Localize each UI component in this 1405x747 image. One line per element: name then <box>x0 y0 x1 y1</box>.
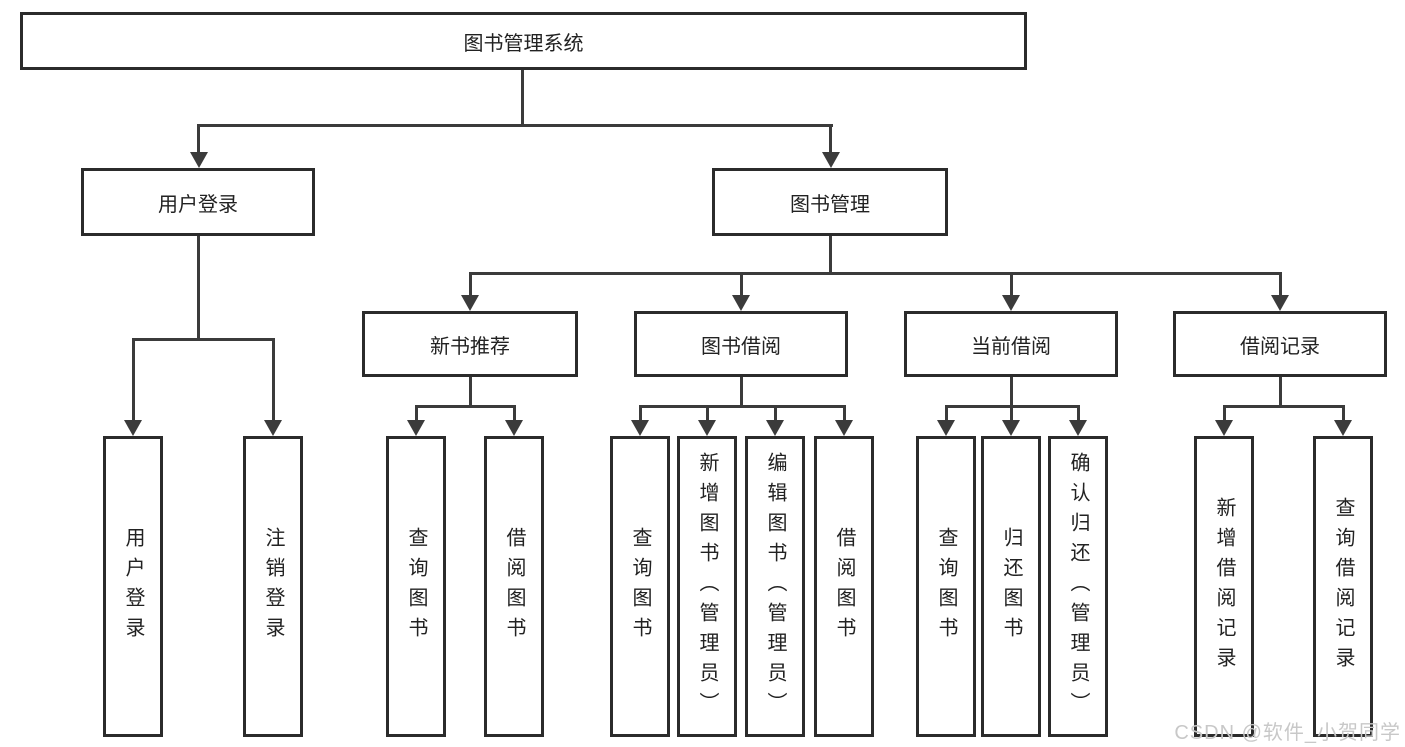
edge-to-new-book <box>469 272 472 297</box>
arrow-down-icon <box>698 420 716 436</box>
edge-to-user-login <box>197 124 200 154</box>
edge-root-stem <box>521 70 524 124</box>
node-label: 注销登录 <box>262 526 284 647</box>
edge-book-management-stem <box>829 236 832 274</box>
arrow-down-icon <box>124 420 142 436</box>
node-label: 借阅图书 <box>833 526 855 647</box>
edge-to-leaf <box>513 405 516 421</box>
node-book-management: 图书管理 <box>712 168 948 236</box>
arrow-down-icon <box>1069 420 1087 436</box>
leaf-logout-login: 注销登录 <box>243 436 303 737</box>
node-book-borrowing: 图书借阅 <box>634 311 848 377</box>
leaf-add-borrow-record: 新增借阅记录 <box>1194 436 1254 737</box>
node-new-book-recommend: 新书推荐 <box>362 311 578 377</box>
node-user-login: 用户登录 <box>81 168 315 236</box>
edge-to-leaf <box>415 405 418 421</box>
edge-user-login-bus <box>132 338 275 341</box>
edge-to-leaf <box>945 405 948 421</box>
edge-book-borrow-bus <box>639 405 846 408</box>
node-label: 借阅记录 <box>1240 335 1320 358</box>
arrow-down-icon <box>264 420 282 436</box>
node-label: 新增图书（管理员） <box>696 451 718 722</box>
node-label: 新书推荐 <box>430 335 510 358</box>
edge-to-leaf <box>1010 405 1013 421</box>
arrow-down-icon <box>937 420 955 436</box>
leaf-query-books-current: 查询图书 <box>916 436 976 737</box>
leaf-borrow-books-borrowing: 借阅图书 <box>814 436 874 737</box>
node-borrowing-records: 借阅记录 <box>1173 311 1387 377</box>
node-label: 查询借阅记录 <box>1332 496 1354 677</box>
edge-to-book-management <box>829 124 832 154</box>
edge-to-leaf <box>272 338 275 421</box>
leaf-confirm-return-admin: 确认归还（管理员） <box>1048 436 1108 737</box>
leaf-query-borrow-record: 查询借阅记录 <box>1313 436 1373 737</box>
arrow-down-icon <box>1002 295 1020 311</box>
arrow-down-icon <box>835 420 853 436</box>
arrow-down-icon <box>407 420 425 436</box>
edge-book-borrow-stem <box>740 377 743 407</box>
leaf-edit-books-admin: 编辑图书（管理员） <box>745 436 805 737</box>
arrow-down-icon <box>766 420 784 436</box>
edge-to-book-borrow <box>740 272 743 297</box>
node-library-system: 图书管理系统 <box>20 12 1027 70</box>
node-label: 新增借阅记录 <box>1213 496 1235 677</box>
arrow-down-icon <box>1002 420 1020 436</box>
edge-borrow-records-bus <box>1223 405 1345 408</box>
edge-current-borrow-stem <box>1010 377 1013 407</box>
edge-to-leaf <box>1223 405 1226 421</box>
edge-level2-bus <box>197 124 833 127</box>
leaf-borrow-books-recommend: 借阅图书 <box>484 436 544 737</box>
edge-to-leaf <box>774 405 777 421</box>
arrow-down-icon <box>1334 420 1352 436</box>
node-label: 用户登录 <box>122 526 144 647</box>
node-label: 编辑图书（管理员） <box>764 451 786 722</box>
edge-user-login-stem <box>197 236 200 338</box>
node-label: 查询图书 <box>935 526 957 647</box>
csdn-watermark: CSDN @软件_小贺同学 <box>1174 722 1401 744</box>
edge-level3-bus <box>469 272 1282 275</box>
leaf-add-books-admin: 新增图书（管理员） <box>677 436 737 737</box>
edge-to-leaf <box>706 405 709 421</box>
arrow-down-icon <box>505 420 523 436</box>
arrow-down-icon <box>1215 420 1233 436</box>
arrow-down-icon <box>631 420 649 436</box>
edge-new-book-stem <box>469 377 472 407</box>
node-label: 图书管理系统 <box>463 32 584 55</box>
node-label: 查询图书 <box>629 526 651 647</box>
node-label: 图书借阅 <box>701 335 781 358</box>
edge-to-leaf <box>132 338 135 421</box>
edge-to-leaf <box>1077 405 1080 421</box>
arrow-down-icon <box>461 295 479 311</box>
edge-to-leaf <box>843 405 846 421</box>
node-label: 用户登录 <box>158 193 238 216</box>
node-label: 图书管理 <box>790 193 870 216</box>
node-label: 归还图书 <box>1000 526 1022 647</box>
node-label: 借阅图书 <box>503 526 525 647</box>
edge-new-book-bus <box>415 405 516 408</box>
leaf-query-books-borrowing: 查询图书 <box>610 436 670 737</box>
edge-to-leaf <box>639 405 642 421</box>
node-label: 当前借阅 <box>971 335 1051 358</box>
leaf-query-books-recommend: 查询图书 <box>386 436 446 737</box>
edge-to-current-borrow <box>1010 272 1013 297</box>
edge-to-borrow-records <box>1279 272 1282 297</box>
arrow-down-icon <box>732 295 750 311</box>
leaf-user-login: 用户登录 <box>103 436 163 737</box>
arrow-down-icon <box>822 152 840 168</box>
edge-borrow-records-stem <box>1279 377 1282 407</box>
arrow-down-icon <box>1271 295 1289 311</box>
node-current-borrowing: 当前借阅 <box>904 311 1118 377</box>
node-label: 查询图书 <box>405 526 427 647</box>
leaf-return-books: 归还图书 <box>981 436 1041 737</box>
arrow-down-icon <box>190 152 208 168</box>
node-label: 确认归还（管理员） <box>1067 451 1089 722</box>
edge-to-leaf <box>1342 405 1345 421</box>
